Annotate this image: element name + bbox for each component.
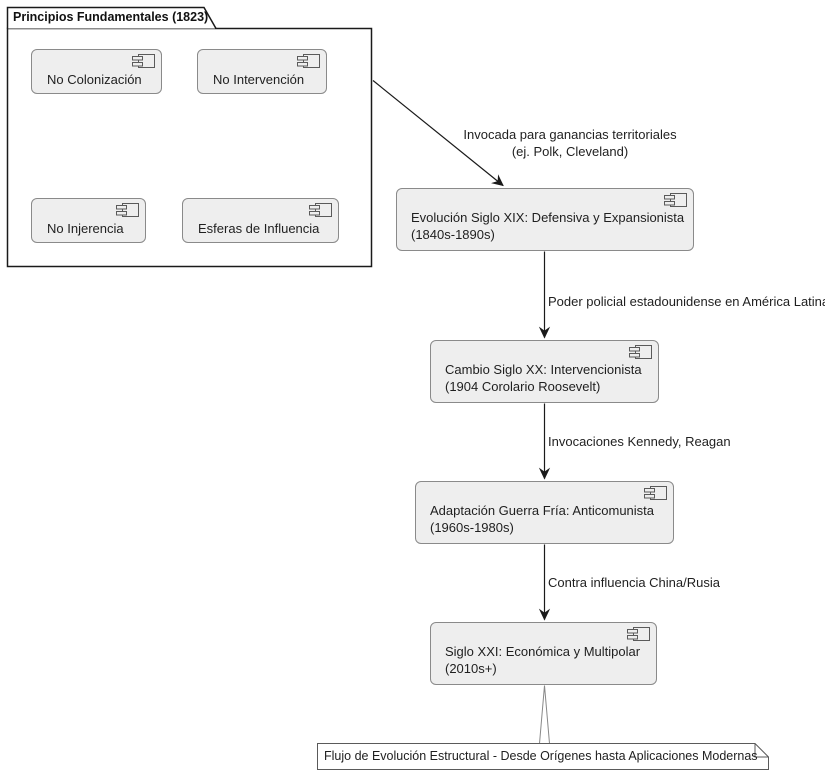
component-icon bbox=[116, 203, 139, 218]
flow-box-adaptacion-guerra-fria: Adaptación Guerra Fría: Anticomunista (1… bbox=[415, 481, 674, 544]
component-label: No Intervención bbox=[213, 72, 305, 87]
component-icon bbox=[664, 193, 687, 208]
flow-box-title: Cambio Siglo XX: Intervencionista bbox=[445, 362, 642, 377]
component-icon bbox=[309, 203, 332, 218]
flow-box-subtitle: (2010s+) bbox=[445, 661, 497, 676]
note-flujo-evolucion: Flujo de Evolución Estructural - Desde O… bbox=[317, 743, 770, 771]
edge-label-contra-influencia: Contra influencia China/Rusia bbox=[548, 575, 720, 590]
component-esferas-influencia: Esferas de Influencia bbox=[182, 198, 339, 243]
flow-box-subtitle: (1904 Corolario Roosevelt) bbox=[445, 379, 601, 394]
component-no-injerencia: No Injerencia bbox=[31, 198, 146, 243]
edge-label-invocaciones-kennedy-reagan: Invocaciones Kennedy, Reagan bbox=[548, 434, 731, 449]
note-shape bbox=[317, 743, 769, 770]
component-icon bbox=[644, 486, 667, 501]
flow-box-subtitle: (1960s-1980s) bbox=[430, 520, 514, 535]
component-icon bbox=[297, 54, 320, 69]
arrow-package-to-xix bbox=[372, 80, 504, 187]
component-label: Esferas de Influencia bbox=[198, 221, 320, 236]
component-label: No Injerencia bbox=[47, 221, 124, 236]
flow-box-title: Evolución Siglo XIX: Defensiva y Expansi… bbox=[411, 210, 685, 225]
component-no-colonizacion: No Colonización bbox=[31, 49, 162, 94]
note-connector bbox=[539, 685, 550, 744]
note-text: Flujo de Evolución Estructural - Desde O… bbox=[324, 749, 758, 763]
package-outline bbox=[6, 6, 373, 268]
flow-box-evolucion-siglo-xix: Evolución Siglo XIX: Defensiva y Expansi… bbox=[396, 188, 694, 251]
component-icon bbox=[132, 54, 155, 69]
component-icon bbox=[629, 345, 652, 360]
package-title: Principios Fundamentales (1823) bbox=[13, 10, 209, 24]
flow-box-title: Adaptación Guerra Fría: Anticomunista bbox=[430, 503, 655, 518]
component-no-intervencion: No Intervención bbox=[197, 49, 327, 94]
flow-box-subtitle: (1840s-1890s) bbox=[411, 227, 495, 242]
component-icon bbox=[627, 627, 650, 642]
flow-box-cambio-siglo-xx: Cambio Siglo XX: Intervencionista (1904 … bbox=[430, 340, 659, 403]
edge-label-invocada-territoriales: Invocada para ganancias territoriales (e… bbox=[463, 127, 677, 159]
component-label: No Colonización bbox=[47, 72, 142, 87]
flow-box-siglo-xxi: Siglo XXI: Económica y Multipolar (2010s… bbox=[430, 622, 657, 685]
flow-box-title: Siglo XXI: Económica y Multipolar bbox=[445, 644, 641, 659]
edge-label-poder-policial: Poder policial estadounidense en América… bbox=[548, 294, 825, 309]
